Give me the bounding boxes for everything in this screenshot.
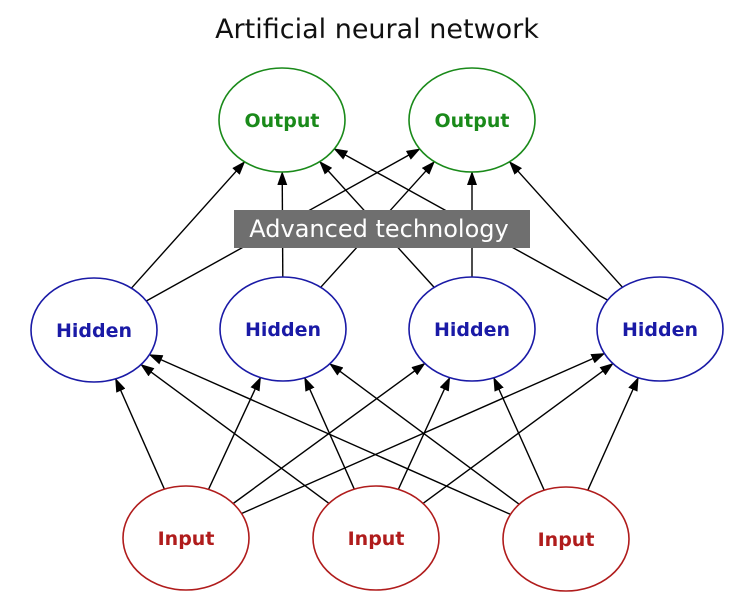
edge-hidden1-to-output1 [130,161,246,289]
hidden-node-label: Hidden [56,320,132,342]
input-node-3: Input [502,486,630,592]
edge-input1-to-hidden1 [114,377,166,490]
edge-hidden4-to-output2 [508,161,623,288]
edge-input3-to-hidden4 [587,376,639,491]
hidden-node-circle [219,276,347,382]
output-node-label: Output [435,110,510,132]
hidden-node-circle [30,277,158,383]
output-node-1: Output [218,67,346,173]
input-node-label: Input [538,529,595,551]
edge-input2-to-hidden2 [304,376,355,490]
connections-group [114,148,639,516]
hidden-node-label: Hidden [622,319,698,341]
edge-input2-to-hidden1 [140,364,330,504]
input-node-label: Input [158,528,215,550]
input-node-circle [122,485,250,591]
input-node-label: Input [348,528,405,550]
hidden-node-label: Hidden [434,319,510,341]
hidden-node-4: Hidden [596,276,724,382]
edge-input3-to-hidden3 [493,376,545,491]
hidden-node-1: Hidden [30,277,158,383]
input-node-circle [502,486,630,592]
hidden-node-2: Hidden [219,276,347,382]
input-node-1: Input [122,485,250,591]
edge-input2-to-hidden4 [422,363,614,504]
hidden-node-label: Hidden [245,319,321,341]
banner-text: Advanced technology [249,215,508,243]
output-node-circle [408,67,536,173]
input-node-2: Input [312,485,440,591]
hidden-node-3: Hidden [408,276,536,382]
hidden-node-circle [596,276,724,382]
hidden-node-circle [408,276,536,382]
diagram-title: Artificial neural network [215,14,539,45]
output-node-2: Output [408,67,536,173]
banner-background [234,210,530,248]
input-node-circle [312,485,440,591]
watermark-banner: Advanced technology [234,210,530,248]
output-node-label: Output [245,110,320,132]
edge-input3-to-hidden2 [329,363,520,505]
edge-input3-to-hidden1 [148,353,511,516]
output-node-circle [218,67,346,173]
